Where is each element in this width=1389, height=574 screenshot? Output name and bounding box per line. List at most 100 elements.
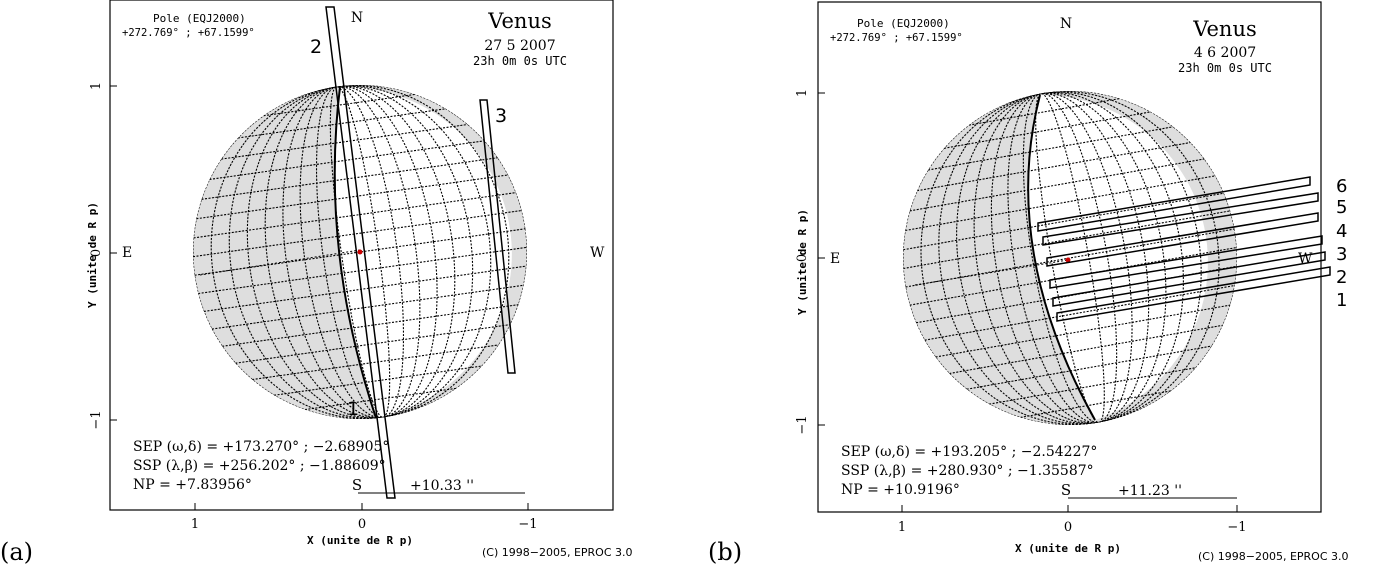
parallel-line: [966, 345, 1213, 390]
parallel-line: [274, 365, 483, 396]
plot-frame: [817, 1, 1322, 513]
slit-3: [479, 99, 516, 374]
ssp-line: SSP (λ,β) = +280.930° ; −1.35587°: [841, 463, 1094, 479]
y-tick: −1: [795, 415, 810, 434]
x-axis-label: X (unite de R p): [307, 534, 413, 547]
terminator: [1027, 94, 1096, 421]
parallel-line: [905, 228, 1235, 288]
parallel-line: [252, 344, 499, 381]
meridian-line: [938, 91, 1202, 425]
west-label: W: [1298, 251, 1313, 267]
meridian-line: [228, 85, 492, 419]
y-tick: 0: [89, 249, 104, 257]
parallel-line: [193, 192, 517, 239]
parallel-line: [909, 158, 1205, 212]
scale-value: +10.33 '': [410, 478, 474, 494]
pole-coords: +272.769° ; +67.1599°: [830, 32, 963, 44]
parallel-line: [304, 387, 457, 411]
copyright: (C) 1998−2005, EPROC 3.0: [1198, 550, 1349, 563]
pole-coords: +272.769° ; +67.1599°: [122, 27, 255, 39]
parallel-line: [203, 265, 527, 312]
south-label: S: [352, 476, 362, 494]
slit-label: 3: [1336, 244, 1347, 265]
parallel-line: [198, 246, 527, 295]
slit-label: 3: [495, 105, 507, 127]
north-label: N: [1060, 16, 1072, 32]
np-line: NP = +7.83956°: [133, 477, 252, 493]
scale-value: +11.23 '': [1118, 483, 1182, 499]
slit-label: 4: [1336, 221, 1347, 242]
venus-globe: [903, 91, 1237, 425]
x-tick: 0: [358, 517, 366, 532]
parallel-line: [235, 324, 511, 364]
slit-label: 2: [310, 36, 322, 58]
slit-4: [1046, 212, 1319, 267]
np-line: NP = +10.9196°: [841, 482, 960, 498]
slit-label: 5: [1336, 197, 1347, 218]
slit-label: 2: [1336, 267, 1347, 288]
equator-line: [914, 259, 1069, 286]
east-label: E: [122, 245, 132, 261]
y-tick: 1: [89, 82, 104, 90]
parallel-line: [194, 228, 526, 276]
parallel-line: [222, 304, 519, 347]
panel-b: [817, 1, 1331, 513]
observation-date: 27 5 2007: [484, 38, 555, 54]
east-label: E: [830, 251, 840, 267]
parallel-line: [943, 111, 1151, 149]
x-tick: 1: [191, 517, 199, 532]
pole-title: Pole (EQJ2000): [857, 17, 950, 30]
illuminated-hemisphere: [334, 86, 512, 418]
slit-label: 1: [347, 398, 359, 420]
sub-earth-marker: [357, 249, 363, 255]
observation-time: 23h 0m 0s UTC: [1178, 61, 1272, 75]
panel-label: (a): [0, 538, 33, 566]
parallel-line: [903, 192, 1224, 251]
sub-earth-marker: [1065, 257, 1071, 263]
x-tick: −1: [518, 517, 537, 532]
slit-6: [1037, 176, 1311, 232]
north-label: N: [351, 10, 363, 26]
y-axis-label: Y (unite de R p): [796, 209, 809, 315]
pole-title: Pole (EQJ2000): [153, 12, 246, 25]
parallel-line: [989, 367, 1197, 405]
south-label: S: [1061, 481, 1071, 499]
panel-label: (b): [708, 538, 742, 566]
illuminated-hemisphere: [1028, 94, 1208, 421]
slit-3: [1049, 235, 1323, 289]
sep-line: SEP (ω,δ) = +173.270° ; −2.68905°: [133, 439, 389, 455]
panel-a: [109, 0, 614, 511]
parallel-line: [237, 108, 446, 139]
slit-label: 1: [1336, 290, 1347, 311]
observation-date: 4 6 2007: [1194, 45, 1256, 61]
x-tick: 0: [1064, 520, 1072, 535]
x-tick: −1: [1227, 520, 1246, 535]
y-tick: 0: [795, 254, 810, 262]
sep-line: SEP (ω,δ) = +193.205° ; −2.54227°: [841, 444, 1097, 460]
terminator: [333, 86, 377, 419]
observation-time: 23h 0m 0s UTC: [473, 54, 567, 68]
ssp-line: SSP (λ,β) = +256.202° ; −1.88609°: [133, 458, 386, 474]
y-axis-label: Y (unite de R p): [86, 202, 99, 308]
equator-line: [199, 249, 361, 276]
parallel-line: [968, 98, 1120, 126]
y-tick: −1: [89, 410, 104, 429]
slit-label: 6: [1336, 176, 1347, 197]
parallel-line: [263, 93, 416, 117]
west-label: W: [590, 245, 605, 261]
parallel-line: [903, 210, 1231, 270]
x-tick: 1: [898, 520, 906, 535]
copyright: (C) 1998−2005, EPROC 3.0: [482, 546, 633, 559]
parallel-line: [193, 209, 522, 258]
body-name: Venus: [487, 9, 552, 33]
parallel-line: [201, 157, 498, 200]
slit-1: [1056, 266, 1331, 322]
slit-5: [1042, 192, 1319, 246]
body-name: Venus: [1192, 17, 1257, 41]
parallel-line: [1020, 390, 1172, 418]
parallel-line: [209, 140, 485, 180]
parallel-line: [221, 123, 468, 160]
parallel-line: [927, 126, 1174, 171]
x-axis-label: X (unite de R p): [1015, 542, 1121, 555]
